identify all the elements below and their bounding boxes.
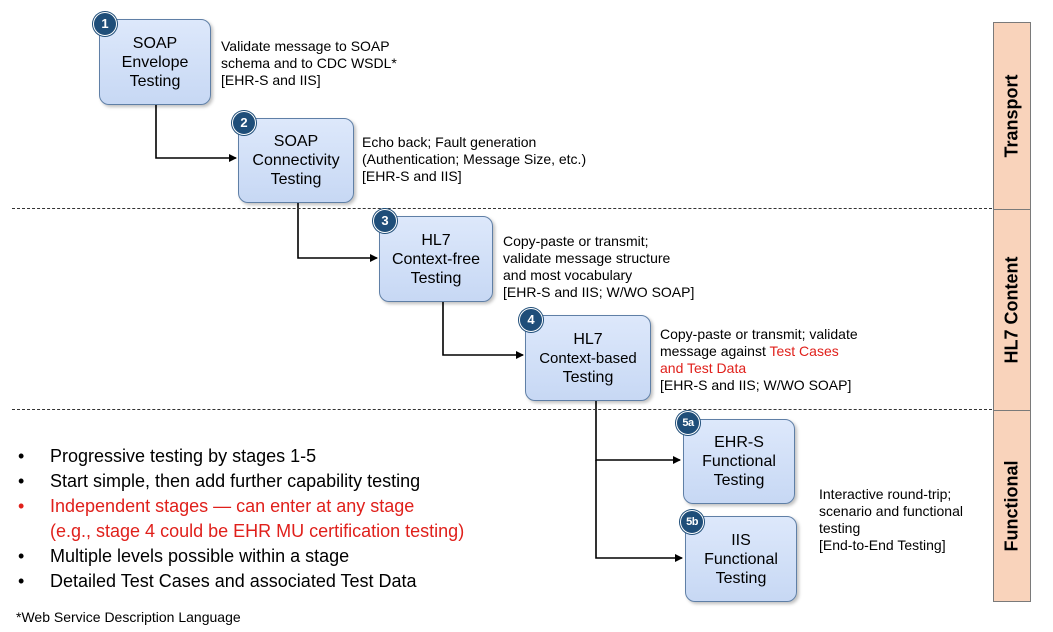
step-4-line-2: Context-based	[539, 349, 637, 367]
step-2-soap-connectivity-testing: SOAP Connectivity Testing	[238, 118, 354, 203]
step-5a-line-2: Functional	[702, 453, 776, 470]
step-3-desc-line: [EHR-S and IIS; W/WO SOAP]	[503, 284, 695, 300]
bullet-dot: •	[18, 471, 25, 491]
bullet-item: • Multiple levels possible within a stage	[16, 544, 576, 569]
step-5b-line-1: IIS	[731, 531, 751, 549]
step-1-line-1: SOAP	[132, 34, 178, 52]
step-3-hl7-context-free-testing: HL7 Context-free Testing	[379, 216, 493, 302]
step-4-desc-highlight: Test Cases	[769, 343, 839, 359]
bullet-text: Start simple, then add further capabilit…	[50, 471, 421, 491]
step-5b-line-3: Testing	[715, 569, 767, 587]
step-3-line-3: Testing	[410, 269, 462, 287]
step-4-line-1: HL7	[573, 330, 603, 348]
arrow-2-to-3	[297, 201, 378, 262]
step-1-desc-line: [EHR-S and IIS]	[221, 72, 321, 88]
bullet-dot: •	[18, 446, 25, 466]
step-5a-ehr-s-functional-testing: EHR-S Functional Testing	[683, 419, 795, 504]
bullet-text: Independent stages — can enter at any st…	[50, 496, 415, 516]
step-3-line-1: HL7	[421, 231, 451, 249]
step-1-desc-line: Validate message to SOAP	[221, 38, 390, 54]
bullet-dot: •	[18, 496, 25, 516]
sidebar-functional: Functional	[993, 410, 1031, 602]
functional-desc-line: scenario and functional	[819, 503, 963, 519]
step-4-desc-line: message against Test Cases	[660, 343, 858, 360]
functional-desc-line: testing	[819, 520, 861, 536]
bullet-item: • Independent stages — can enter at any s…	[16, 494, 576, 519]
step-2-line-1: SOAP	[273, 133, 319, 150]
step-4-desc-line: Copy-paste or transmit; validate	[660, 326, 858, 342]
divider-hl7-functional	[12, 409, 992, 410]
step-3-desc-line: validate message structure	[503, 250, 671, 266]
step-4-description: Copy-paste or transmit; validate message…	[660, 326, 858, 394]
step-2-desc-line: Echo back; Fault generation	[362, 134, 537, 150]
bullet-item: (e.g., stage 4 could be EHR MU certifica…	[16, 519, 576, 544]
step-2-badge: 2	[232, 111, 256, 135]
step-5a-badge: 5a	[676, 411, 700, 435]
step-1-badge: 1	[93, 12, 117, 36]
step-2-desc-line: [EHR-S and IIS]	[362, 168, 462, 184]
bullet-text: (e.g., stage 4 could be EHR MU certifica…	[50, 521, 465, 541]
sidebar-label-transport: Transport	[1001, 74, 1022, 158]
step-3-desc-line: Copy-paste or transmit;	[503, 233, 649, 249]
divider-transport-hl7	[12, 208, 992, 209]
sidebar-transport: Transport	[993, 22, 1031, 210]
step-2-line-2: Connectivity	[252, 152, 340, 169]
step-2-desc-line: (Authentication; Message Size, etc.)	[362, 151, 587, 167]
sidebar-label-functional: Functional	[1001, 460, 1022, 552]
step-3-description: Copy-paste or transmit; validate message…	[503, 233, 694, 301]
step-5b-line-2: Functional	[704, 550, 778, 568]
step-4-desc-line: [EHR-S and IIS; W/WO SOAP]	[660, 377, 852, 393]
step-3-desc-line: and most vocabulary	[503, 267, 633, 283]
step-3-line-2: Context-free	[391, 250, 481, 268]
step-3-badge: 3	[373, 209, 397, 233]
step-4-badge: 4	[519, 308, 543, 332]
step-1-line-3: Testing	[129, 72, 181, 90]
bullet-item: • Start simple, then add further capabili…	[16, 469, 576, 494]
step-4-hl7-context-based-testing: HL7 Context-based Testing	[525, 315, 651, 401]
bullet-text: Detailed Test Cases and associated Test …	[50, 571, 417, 591]
step-5a-line-3: Testing	[713, 472, 765, 489]
step-2-line-3: Testing	[270, 171, 322, 188]
bullet-item: • Detailed Test Cases and associated Test…	[16, 569, 576, 594]
functional-desc-line: Interactive round-trip;	[819, 486, 952, 502]
bullet-dot: •	[18, 571, 25, 591]
step-1-desc-line: schema and to CDC WSDL*	[221, 55, 397, 71]
bullet-text: Progressive testing by stages 1-5	[50, 446, 317, 466]
step-5b-iis-functional-testing: IIS Functional Testing	[685, 516, 797, 602]
sidebar-hl7-content: HL7 Content	[993, 209, 1031, 411]
sidebar-label-hl7-content: HL7 Content	[1001, 256, 1022, 364]
arrow-3-to-4	[442, 300, 524, 359]
bullet-dot: •	[18, 546, 25, 566]
bullet-item: • Progressive testing by stages 1-5	[16, 444, 576, 469]
functional-description: Interactive round-trip; scenario and fun…	[819, 486, 963, 554]
step-4-line-3: Testing	[562, 368, 614, 386]
footnote: *Web Service Description Language	[16, 609, 241, 625]
step-5a-line-1: EHR-S	[714, 434, 764, 451]
step-2-description: Echo back; Fault generation (Authenticat…	[362, 134, 586, 185]
arrow-4-to-5b	[595, 460, 683, 562]
step-1-soap-envelope-testing: SOAP Envelope Testing	[99, 19, 211, 105]
step-5b-badge: 5b	[680, 510, 704, 534]
bullet-list: • Progressive testing by stages 1-5 • Star…	[16, 444, 576, 594]
bullet-text: Multiple levels possible within a stage	[50, 546, 350, 566]
step-1-description: Validate message to SOAP schema and to C…	[221, 38, 397, 89]
step-1-line-2: Envelope	[121, 53, 189, 71]
step-4-desc-text: message against	[660, 343, 770, 359]
functional-desc-line: [End-to-End Testing]	[819, 537, 946, 553]
arrow-1-to-2	[155, 104, 237, 162]
step-4-desc-highlight: and Test Data	[660, 360, 747, 376]
